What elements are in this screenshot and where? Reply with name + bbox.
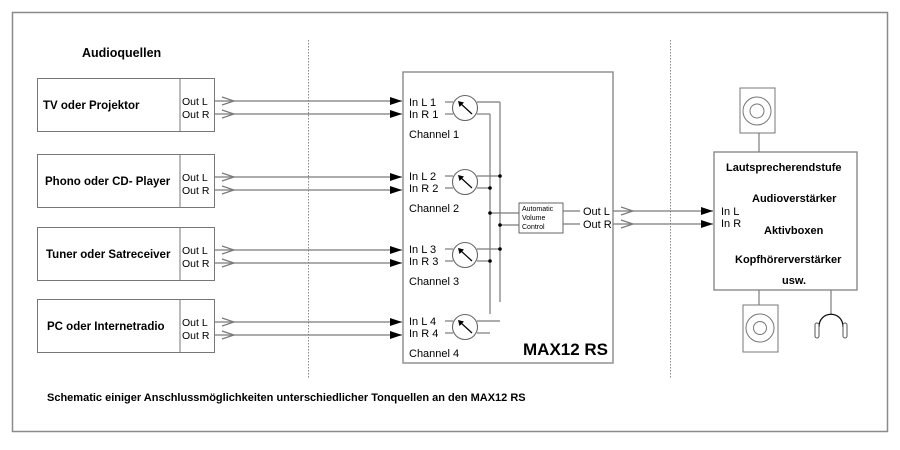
source-box — [37, 299, 215, 353]
open-arrow-icon — [221, 185, 236, 195]
channel-in-r: In R 2 — [409, 183, 438, 195]
mixer-title: MAX12 RS — [523, 340, 608, 359]
channel-in-l: In L 3 — [409, 244, 436, 256]
source-out-r: Out R — [182, 330, 210, 342]
open-arrow-icon — [221, 96, 236, 106]
avc-label-3: Control — [522, 224, 545, 231]
dest-line-2: Audioverstärker — [752, 193, 837, 205]
mixer-channel: In L 4In R 4 Channel 4 — [409, 313, 500, 360]
source-out-l: Out L — [182, 317, 208, 329]
caption: Schematic einiger Anschlussmöglichkeiten… — [47, 392, 526, 404]
junction-dot — [498, 174, 502, 178]
open-arrow-icon — [620, 206, 635, 216]
source-box — [37, 154, 215, 208]
avc-label-1: Automatic — [522, 206, 554, 213]
source-out-l: Out L — [182, 96, 208, 108]
volume-knob-icon[interactable] — [451, 313, 479, 341]
mixer-out-r: Out R — [583, 219, 612, 231]
speaker-top-icon — [739, 87, 776, 152]
source-name: Tuner oder Satreceiver — [46, 249, 171, 261]
dest-line-3: Aktivboxen — [764, 225, 824, 237]
dest-in-r: In R — [721, 218, 741, 230]
outer-frame — [11, 11, 889, 433]
volume-knob-icon[interactable] — [451, 168, 479, 196]
source-out-l: Out L — [182, 245, 208, 257]
avc-label-2: Volume — [522, 215, 545, 222]
open-arrow-icon — [221, 245, 236, 255]
channel-label: Channel 4 — [409, 348, 459, 360]
source-box — [37, 78, 215, 132]
dest-in-l: In L — [721, 206, 739, 218]
open-arrow-icon — [221, 258, 236, 268]
channel-in-l: In L 2 — [409, 171, 436, 183]
channel-in-r: In R 4 — [409, 328, 438, 340]
channel-in-r: In R 3 — [409, 256, 438, 268]
source-out-r: Out R — [182, 109, 210, 121]
channel-in-r: In R 1 — [409, 109, 438, 121]
junction-dot — [488, 186, 492, 190]
volume-knob-icon[interactable] — [451, 94, 479, 122]
channel-label: Channel 1 — [409, 129, 459, 141]
avc-box — [518, 202, 564, 234]
dest-line-1: Lautsprecherendstufe — [726, 162, 842, 174]
source-out-r: Out R — [182, 258, 210, 270]
channel-label: Channel 3 — [409, 276, 459, 288]
source-name: TV oder Projektor — [43, 100, 140, 112]
source-out-r: Out R — [182, 185, 210, 197]
open-arrow-icon — [221, 330, 236, 340]
source-name: PC oder Internetradio — [47, 321, 165, 333]
channel-label: Channel 2 — [409, 203, 459, 215]
mixer-out-l: Out L — [583, 206, 610, 218]
open-arrow-icon — [620, 219, 635, 229]
bus-lines — [488, 102, 519, 314]
dest-line-4: Kopfhörerverstärker — [735, 254, 842, 266]
source-name: Phono oder CD- Player — [45, 176, 171, 188]
channel-in-l: In L 1 — [409, 97, 436, 109]
junction-dot — [498, 247, 502, 251]
mixer-channel: In L 1In R 1 Channel 1 — [409, 94, 500, 141]
open-arrow-icon — [221, 172, 236, 182]
volume-knob-icon[interactable] — [451, 241, 479, 269]
source-out-l: Out L — [182, 172, 208, 184]
sources-heading: Audioquellen — [82, 46, 161, 60]
junction-dot — [498, 223, 502, 227]
mixer-channel: In L 3In R 3 Channel 3 — [409, 241, 500, 288]
source-box — [37, 227, 215, 281]
mixer-channel: In L 2In R 2 Channel 2 — [409, 168, 500, 215]
dest-line-5: usw. — [782, 275, 806, 287]
open-arrow-icon — [221, 317, 236, 327]
open-arrow-icon — [221, 109, 236, 119]
channels-group: In L 1In R 1 Channel 1 In L 2In R 2 Channel… — [409, 94, 500, 360]
mixer-box — [402, 71, 614, 364]
speaker-bottom-icon — [742, 290, 779, 353]
destination-box — [713, 151, 858, 291]
junction-dot — [488, 211, 492, 215]
headphones-icon — [814, 290, 848, 339]
junction-dot — [488, 259, 492, 263]
channel-in-l: In L 4 — [409, 316, 436, 328]
